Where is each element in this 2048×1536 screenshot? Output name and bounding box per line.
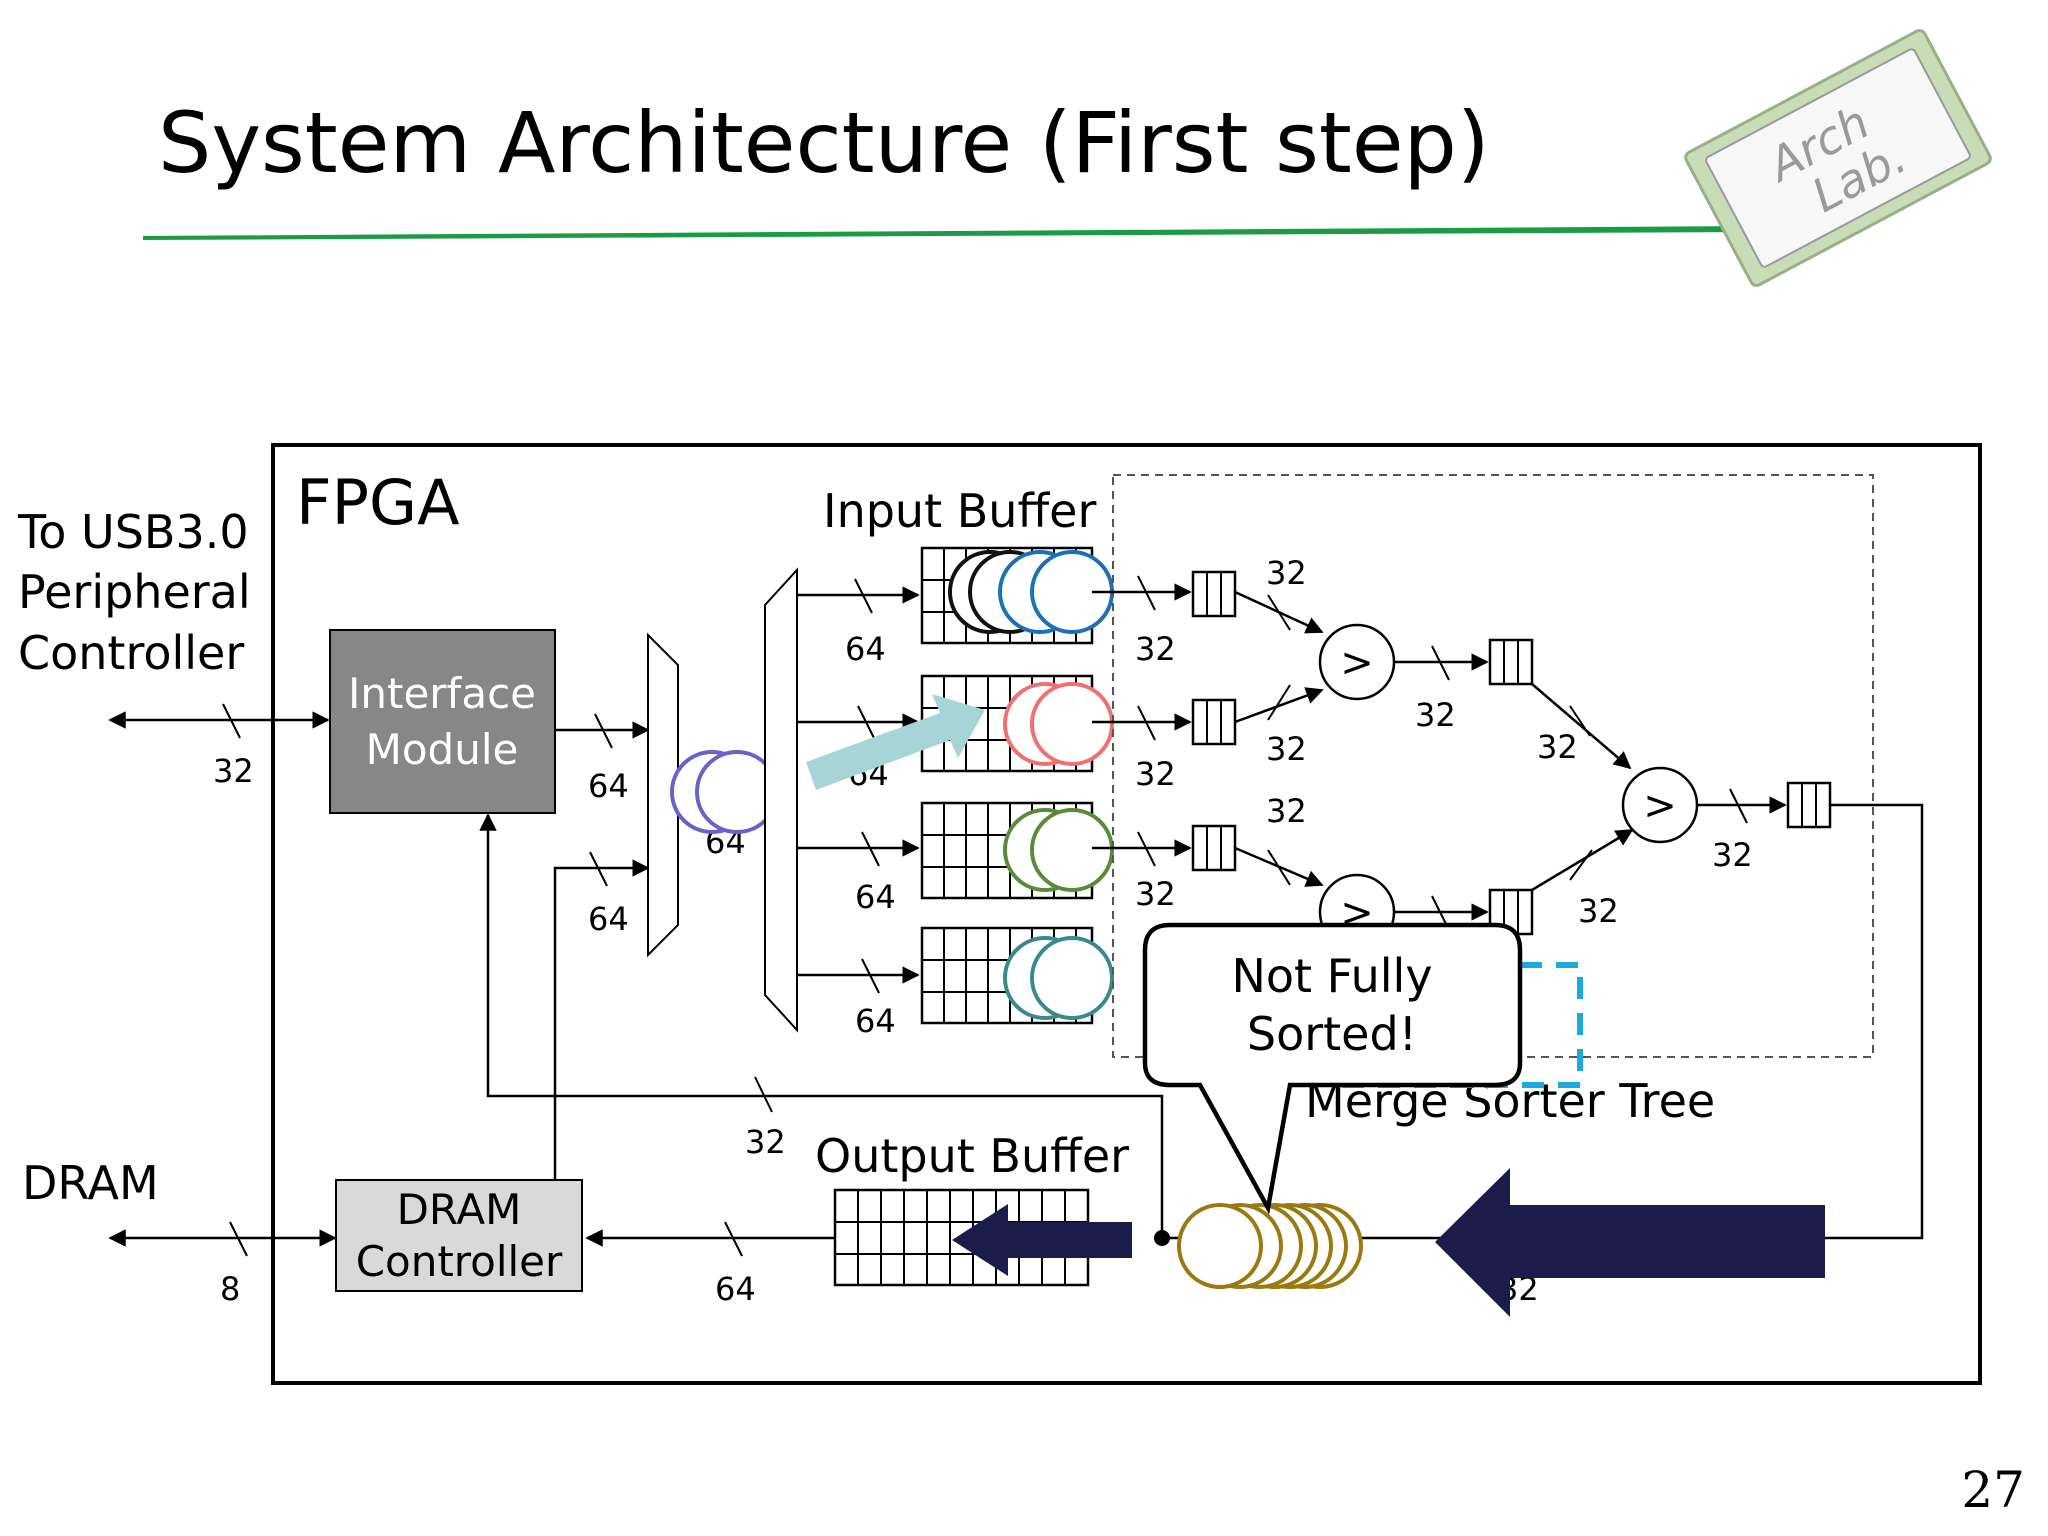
- dram-controller: [335, 1179, 583, 1292]
- r1c-slash: [1267, 849, 1291, 886]
- outbuf-slash: [724, 1221, 743, 1257]
- small-flow-arrow: [952, 1204, 1132, 1276]
- r1a-slash: [1267, 594, 1291, 631]
- r2b-to-cmp3: [1531, 828, 1634, 892]
- title-underline: [143, 226, 1760, 240]
- usb-width-slash: [222, 703, 241, 739]
- r2b-slash: [1569, 849, 1593, 881]
- fpga-label: FPGA: [296, 466, 460, 539]
- w-r1c: 32: [1266, 792, 1307, 830]
- w-c4: 32: [1712, 836, 1753, 874]
- w-c1: 32: [1415, 696, 1456, 734]
- ib3-slash: [1137, 831, 1156, 867]
- callout-line2: Sorted!: [1247, 1007, 1417, 1061]
- feedback-wire: [479, 813, 1164, 1238]
- r2a-to-cmp3: [1531, 683, 1632, 770]
- w-feedback: 32: [745, 1123, 786, 1161]
- w-dram: 8: [220, 1270, 240, 1308]
- w-in1: 64: [845, 630, 886, 668]
- dram-controller-line1: DRAM: [397, 1185, 522, 1234]
- ib1-slash: [1137, 575, 1156, 611]
- data-circle-red-2: [1030, 682, 1114, 766]
- callout-line1: Not Fully: [1231, 949, 1432, 1003]
- w-ctrl-out: 64: [715, 1270, 756, 1308]
- mux-1: [647, 632, 679, 958]
- feedback-slash: [754, 1076, 773, 1113]
- w-r1b: 32: [1266, 730, 1307, 768]
- comparator-3-symbol: >: [1643, 783, 1677, 829]
- w-usb: 32: [213, 752, 254, 790]
- big-flow-arrow: [1435, 1168, 1825, 1317]
- fifo-out: [1786, 781, 1832, 829]
- in-slash-1: [854, 578, 873, 614]
- interface-module: [329, 629, 556, 814]
- junction-dot: [1154, 1230, 1170, 1246]
- cmp1-slash: [1431, 645, 1450, 681]
- w-ib1: 32: [1135, 630, 1176, 668]
- dram-width-slash: [229, 1221, 248, 1257]
- r2a-slash: [1569, 705, 1591, 737]
- dram-label: DRAM: [22, 1156, 159, 1210]
- r1b-to-cmp1: [1234, 687, 1324, 724]
- comparator-1-symbol: >: [1340, 640, 1374, 686]
- w-c2: 32: [1537, 728, 1578, 766]
- w-iface-out: 64: [588, 767, 629, 805]
- callout-bubble: [1142, 922, 1523, 1215]
- fpga-box: [271, 443, 1982, 1385]
- fifo-r1b: [1191, 698, 1237, 746]
- fifo-r1a: [1191, 570, 1237, 618]
- iface-mux-slash: [594, 713, 613, 749]
- usb-label-line3: Controller: [18, 626, 244, 680]
- in-slash-2: [857, 705, 876, 741]
- r1b-slash: [1267, 684, 1291, 721]
- slide-title: System Architecture (First step): [158, 94, 1490, 192]
- w-r1a: 32: [1266, 554, 1307, 592]
- input-buffer-label: Input Buffer: [823, 484, 1096, 538]
- fifo-r1c: [1191, 824, 1237, 872]
- data-circle-teal-2: [1030, 936, 1114, 1020]
- input-flow-arrow: [806, 694, 985, 790]
- output-buffer-label: Output Buffer: [815, 1129, 1129, 1183]
- w-dram-in: 64: [588, 900, 629, 938]
- fifo-r2a: [1488, 638, 1534, 686]
- usb-label-line2: Peripheral: [18, 565, 251, 619]
- w-c3: 32: [1578, 892, 1619, 930]
- w-ib3: 32: [1135, 875, 1176, 913]
- in-slash-3: [861, 831, 880, 867]
- mux-2: [764, 567, 798, 1033]
- cmp3-slash: [1729, 788, 1748, 824]
- data-circle-gold-7: [1177, 1203, 1263, 1289]
- usb-label-line1: To USB3.0: [17, 505, 249, 559]
- w-ib2: 32: [1135, 755, 1176, 793]
- page-number: 27: [1961, 1461, 2025, 1519]
- data-circle-green-2: [1030, 808, 1114, 892]
- ib2-slash: [1137, 705, 1156, 741]
- arch-lab-logo: Arch Lab.: [1684, 29, 1992, 287]
- w-in4: 64: [855, 1002, 896, 1040]
- w-in3: 64: [855, 878, 896, 916]
- in-slash-4: [861, 958, 880, 994]
- dram-controller-line2: Controller: [356, 1237, 563, 1286]
- interface-module-line1: Interface: [348, 669, 536, 718]
- interface-module-line2: Module: [366, 725, 519, 774]
- dram-to-mux: [553, 859, 650, 1180]
- dram-mux-slash: [589, 851, 608, 887]
